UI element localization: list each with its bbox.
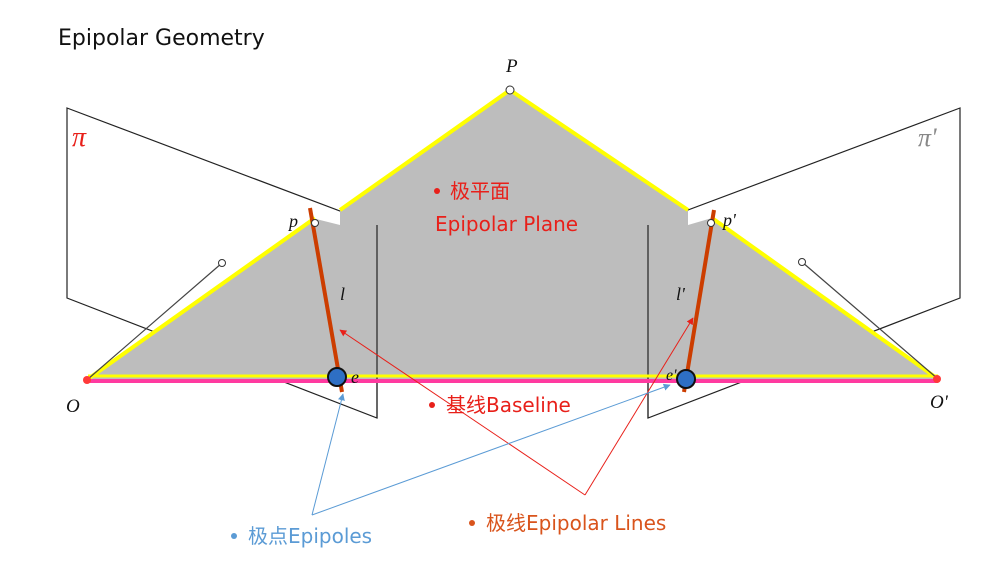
left-epipolar-line	[308, 207, 344, 393]
label-pi-right: π'	[918, 123, 937, 152]
label-pi-left: π	[72, 122, 87, 153]
annotation-baseline: 基线Baseline	[446, 393, 571, 417]
label-l-prime: l'	[676, 284, 686, 304]
epipolar-plane	[340, 90, 688, 379]
bullet-baseline	[429, 402, 435, 408]
point-p-prime-marker	[707, 219, 715, 227]
right-epipolar-line	[682, 209, 716, 393]
left-secondary-point	[218, 259, 226, 267]
label-P: P	[505, 56, 518, 77]
annotation-epipolar-lines: 极线Epipolar Lines	[486, 511, 666, 535]
left-secondary-ray	[87, 262, 223, 380]
camera-center-O-marker	[83, 376, 91, 384]
arrow-to-epipole-e	[311, 393, 345, 516]
arrow-to-right-epipolar-line	[584, 317, 694, 496]
label-l: l	[340, 284, 345, 304]
right-plane-triangle	[688, 218, 938, 379]
right-secondary-ray	[801, 261, 939, 380]
left-plane-triangle	[88, 218, 340, 379]
label-p-prime: p'	[721, 210, 737, 230]
epipole-e-prime-marker	[676, 369, 696, 389]
arrow-to-left-epipolar-line	[339, 329, 586, 496]
right-ray-op	[710, 216, 940, 381]
label-p: p	[287, 211, 298, 231]
right-secondary-point	[798, 258, 806, 266]
annotation-epipolar-plane-zh: 极平面	[450, 179, 510, 203]
label-O-prime: O'	[930, 392, 949, 413]
bullet-epipoles	[231, 533, 237, 539]
annotation-epipolar-plane-en: Epipolar Plane	[435, 212, 578, 236]
page-title: Epipolar Geometry	[58, 26, 265, 51]
annotation-epipoles: 极点Epipoles	[248, 524, 372, 548]
epipole-e-marker	[327, 367, 347, 387]
bullet-epipolar-lines	[469, 520, 475, 526]
left-ray-op	[86, 216, 317, 381]
label-O: O	[66, 396, 80, 417]
bullet-epipolar-plane	[434, 188, 440, 194]
label-e: e	[351, 367, 359, 387]
arrow-to-epipole-e-prime	[311, 383, 671, 516]
point-P-marker	[505, 85, 515, 95]
camera-center-O-prime-marker	[933, 375, 941, 383]
label-e-prime: e'	[666, 367, 677, 384]
point-p-marker	[311, 219, 319, 227]
